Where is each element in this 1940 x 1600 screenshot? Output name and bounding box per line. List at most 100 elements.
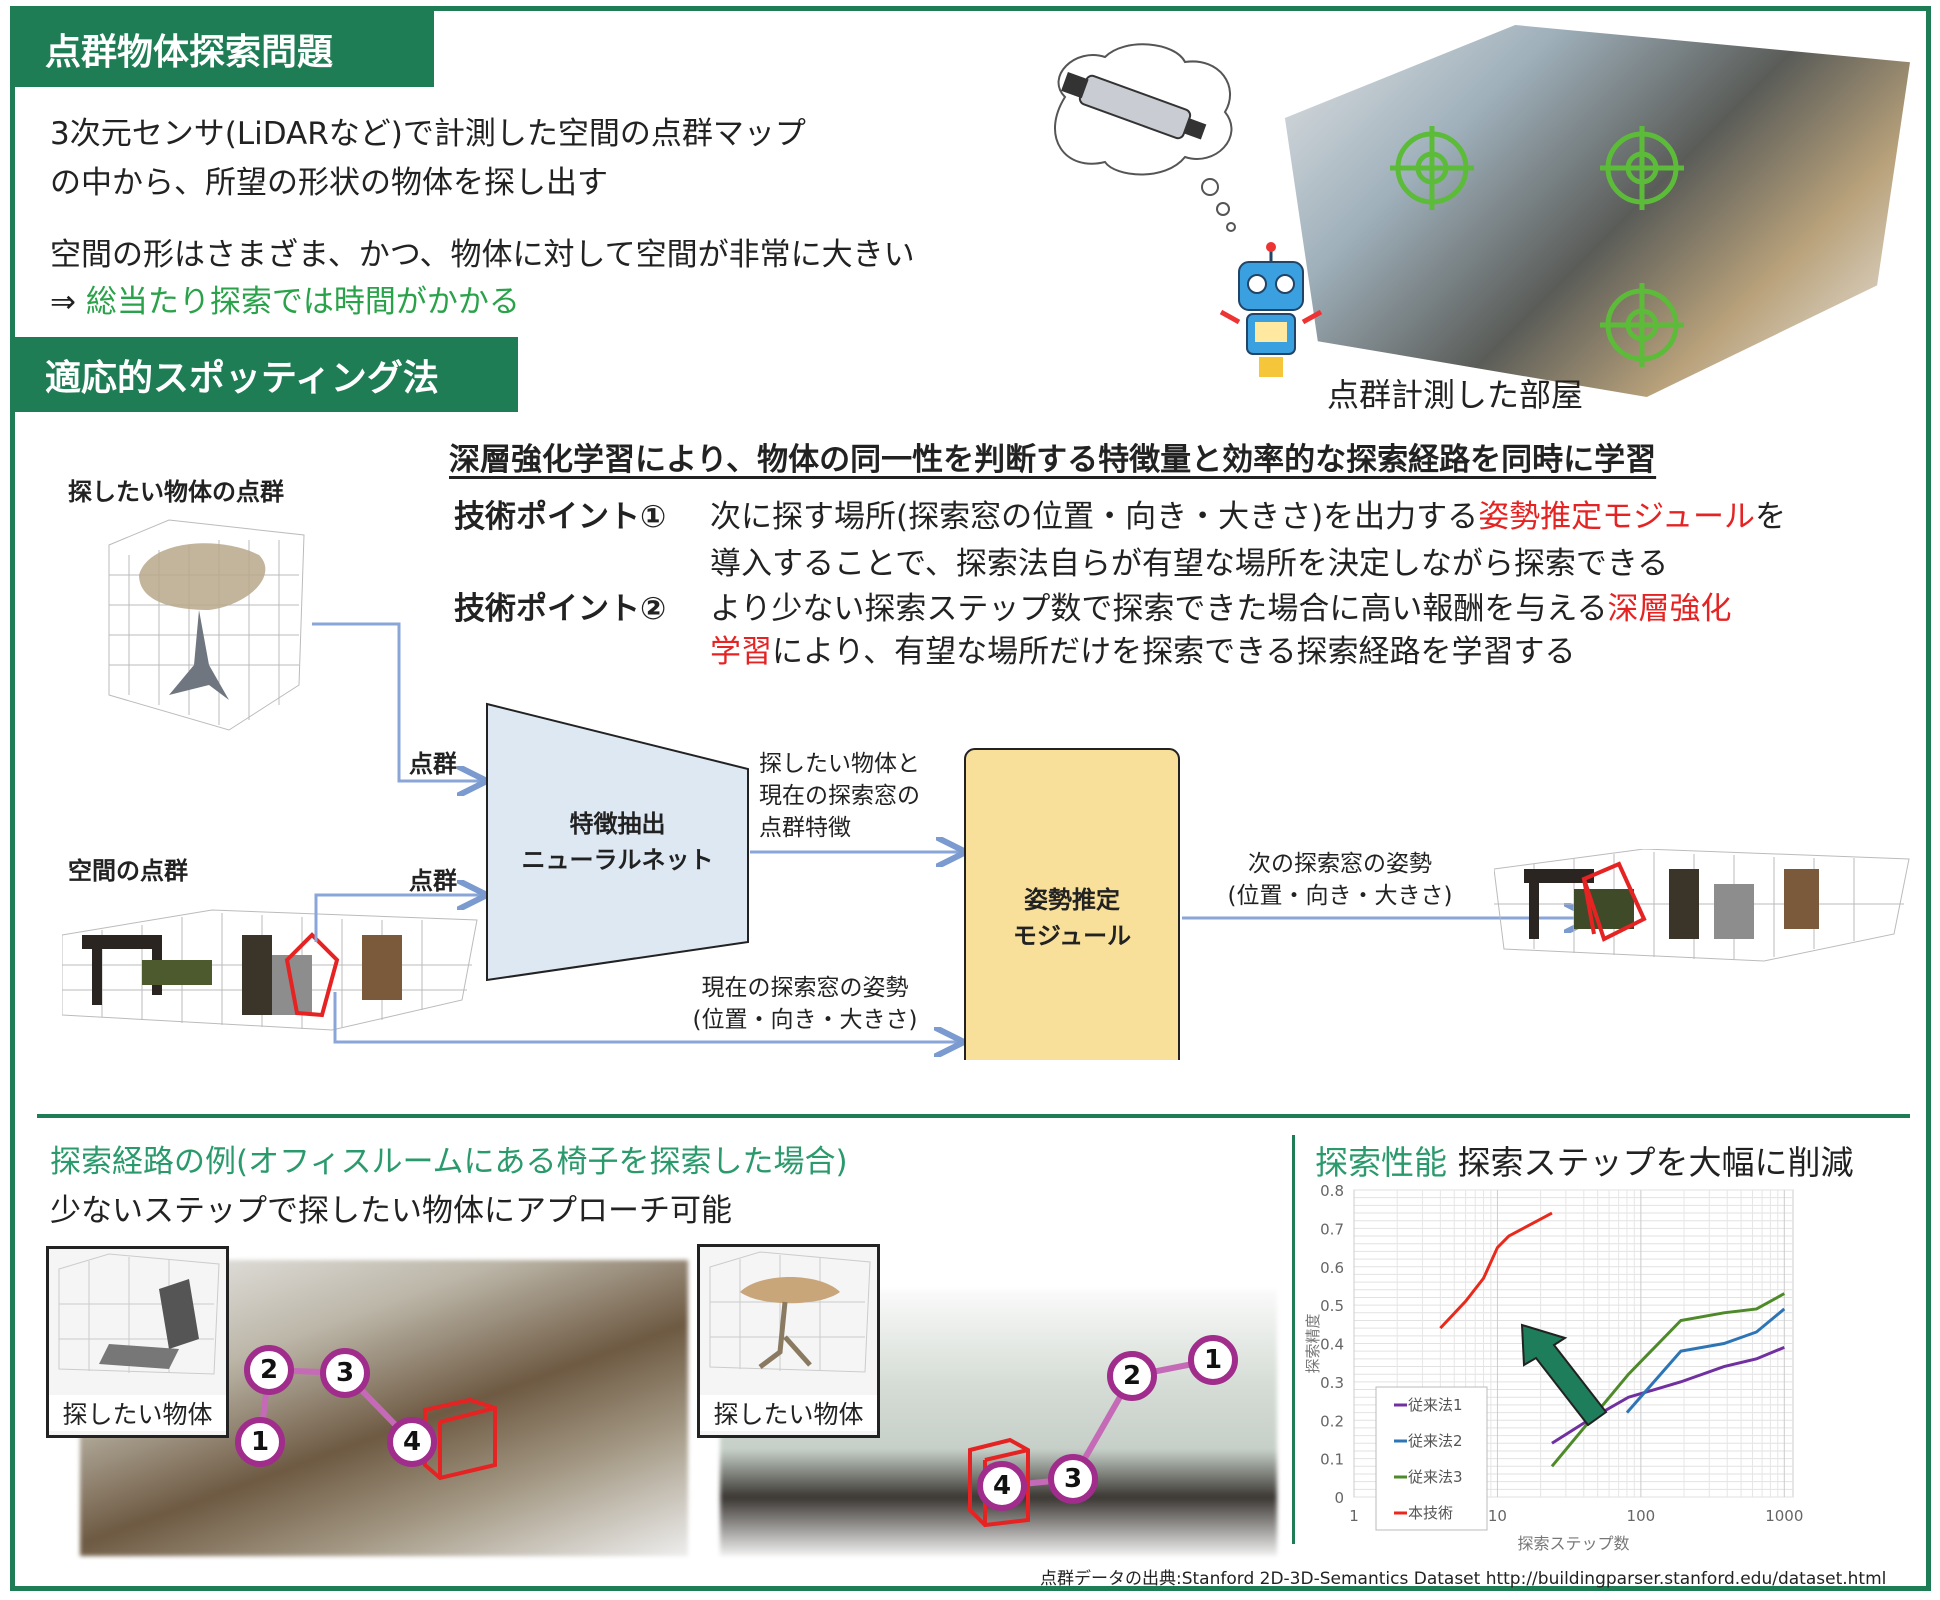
step-marker-left-2: 2 — [244, 1345, 294, 1395]
x-tick-label: 10 — [1488, 1507, 1507, 1525]
y-tick-label: 0.6 — [1320, 1259, 1344, 1277]
x-axis-label: 探索ステップ数 — [1517, 1534, 1629, 1553]
y-tick-label: 0.2 — [1320, 1412, 1344, 1430]
tech-point-2-label: 技術ポイント② — [454, 591, 667, 627]
feature-label-line3: 点群特徴 — [759, 815, 851, 841]
pose-label-line2: モジュール — [1012, 922, 1132, 950]
arrow-target-to-nn — [312, 622, 484, 781]
arrow-symbol: ⇒ — [50, 284, 76, 320]
robot-icon — [1219, 242, 1323, 377]
feature-label-line2: 現在の探索窓の — [759, 783, 920, 809]
nn-label: 特徴抽出ニューラルネット — [487, 806, 748, 878]
pose-label-line1: 姿勢推定 — [1024, 886, 1120, 914]
improvement-arrow-icon — [1520, 1323, 1608, 1427]
performance-title: 探索性能 探索ステップを大幅に削減 — [1315, 1136, 1854, 1184]
x-tick-label: 100 — [1627, 1507, 1656, 1525]
x-tick-label: 1000 — [1765, 1507, 1803, 1525]
space-point-cloud-label: 空間の点群 — [68, 857, 188, 885]
diagram-arrows — [312, 622, 1940, 1060]
inset-left: 探したい物体 — [46, 1246, 229, 1438]
y-tick-label: 0 — [1334, 1489, 1344, 1507]
tech-point-2-highlight: 深層強化 — [1607, 591, 1732, 627]
section-header-method: 適応的スポッティング法 — [15, 337, 518, 412]
problem-text-line1: 3次元センサ(LiDARなど)で計測した空間の点群マップ — [50, 116, 806, 152]
legend-label: 従来法1 — [1408, 1396, 1463, 1414]
step-marker-left-3: 3 — [320, 1348, 370, 1398]
series-line-従来法2 — [1625, 1307, 1786, 1414]
y-tick-label: 0.3 — [1320, 1374, 1344, 1392]
tech-point-2-text-b: により、有望な場所だけを探索できる探索経路を学習する — [772, 634, 1576, 670]
nn-label-line2: ニューラルネット — [521, 846, 714, 874]
problem-text-line3: 空間の形はさまざま、かつ、物体に対して空間が非常に大きい — [50, 237, 915, 273]
nn-label-line1: 特徴抽出 — [569, 810, 666, 838]
feature-label: 探したい物体と現在の探索窓の点群特徴 — [759, 748, 920, 844]
legend-box — [1375, 1386, 1488, 1531]
inset-left-caption: 探したい物体 — [49, 1395, 226, 1431]
next-pose-line1: 次の探索窓の姿勢 — [1248, 851, 1432, 877]
problem-conclusion: 総当たり探索では時間がかかる — [85, 284, 520, 320]
section-divider — [37, 1114, 1910, 1118]
y-axis-label: 探索精度 — [1304, 1313, 1322, 1373]
step-marker-right-4: 4 — [977, 1461, 1027, 1511]
column-divider — [1292, 1135, 1295, 1544]
step-marker-left-1: 1 — [235, 1417, 285, 1467]
target-object-label: 探したい物体の点群 — [68, 478, 284, 506]
performance-title-black: 探索ステップを大幅に削減 — [1457, 1143, 1854, 1182]
feature-label-line1: 探したい物体と — [759, 751, 920, 777]
space-point-cloud — [62, 909, 478, 1031]
y-tick-label: 0.5 — [1320, 1297, 1344, 1315]
step-marker-left-4: 4 — [387, 1417, 437, 1467]
nn-trapezoid — [486, 702, 749, 982]
y-tick-label: 0.1 — [1320, 1451, 1344, 1469]
tech-point-1-highlight: 姿勢推定モジュール — [1478, 499, 1756, 535]
output-point-cloud — [1494, 849, 1910, 962]
table-point-cloud-icon — [709, 1251, 871, 1373]
chair-point-cloud-icon — [58, 1253, 220, 1375]
y-tick-label: 0.7 — [1320, 1220, 1344, 1238]
edge-label-pointcloud-2: 点群 — [409, 867, 457, 895]
tech-point-1-text: 次に探す場所(探索窓の位置・向き・大きさ)を出力する姿勢推定モジュールを — [710, 491, 1786, 536]
performance-title-green: 探索性能 — [1315, 1143, 1447, 1182]
series-line-本技術 — [1439, 1211, 1553, 1330]
section-header-problem: 点群物体探索問題 — [15, 10, 434, 87]
current-pose-label: 現在の探索窓の姿勢 (位置・向き・大きさ) — [660, 972, 950, 1036]
room-caption: 点群計測した部屋 — [1327, 376, 1584, 414]
arrow-space-to-pose — [333, 992, 961, 1042]
pose-module-label: 姿勢推定モジュール — [965, 882, 1179, 954]
arrow-space-to-nn — [314, 895, 484, 942]
method-headline: 深層強化学習により、物体の同一性を判断する特徴量と効率的な探索経路を同時に学習 — [449, 442, 1657, 478]
tech-point-1-text-a: 次に探す場所(探索窓の位置・向き・大きさ)を出力する — [710, 499, 1479, 535]
edge-label-pointcloud-1: 点群 — [409, 750, 457, 778]
data-source-note: 点群データの出典:Stanford 2D-3D-Semantics Datase… — [1040, 1569, 1887, 1589]
y-tick-label: 0.4 — [1320, 1336, 1344, 1354]
target-object-point-cloud — [108, 519, 305, 731]
thought-bubble-icon — [1054, 43, 1236, 232]
next-pose-label: 次の探索窓の姿勢 (位置・向き・大きさ) — [1195, 848, 1485, 912]
tech-point-1-text-b: を — [1755, 499, 1787, 535]
pose-module-box — [964, 748, 1180, 1060]
legend-label: 本技術 — [1408, 1504, 1453, 1522]
problem-text-line2: の中から、所望の形状の物体を探し出す — [50, 165, 608, 201]
current-pose-line2: (位置・向き・大きさ) — [692, 1007, 918, 1033]
tech-point-2-highlight-2: 学習 — [710, 634, 772, 670]
current-pose-line1: 現在の探索窓の姿勢 — [701, 975, 909, 1001]
series-line-従来法3 — [1550, 1292, 1786, 1468]
next-pose-line2: (位置・向き・大きさ) — [1227, 883, 1453, 909]
search-paths — [257, 1357, 1214, 1528]
legend-label: 従来法2 — [1408, 1432, 1463, 1450]
problem-text-line4: ⇒ 総当たり探索では時間がかかる — [50, 276, 520, 321]
tech-point-1-text-c: 導入することで、探索法自らが有望な場所を決定しながら探索できる — [710, 546, 1669, 582]
tech-point-2-text-2: 学習により、有望な場所だけを探索できる探索経路を学習する — [710, 626, 1576, 671]
y-tick-label: 0.8 — [1320, 1182, 1344, 1200]
inset-right-caption: 探したい物体 — [700, 1395, 877, 1431]
examples-title: 探索経路の例(オフィスルームにある椅子を探索した場合) — [50, 1144, 848, 1180]
poster-frame — [10, 6, 1931, 1591]
inset-right: 探したい物体 — [697, 1244, 880, 1438]
tech-point-2-text: より少ない探索ステップ数で探索できた場合に高い報酬を与える深層強化 — [710, 583, 1731, 628]
tech-point-1-label: 技術ポイント① — [454, 499, 667, 535]
step-marker-right-3: 3 — [1048, 1454, 1098, 1504]
step-marker-right-1: 1 — [1188, 1335, 1238, 1385]
examples-subtitle: 少ないステップで探したい物体にアプローチ可能 — [50, 1193, 732, 1229]
tech-point-2-text-a: より少ない探索ステップ数で探索できた場合に高い報酬を与える — [710, 591, 1608, 627]
